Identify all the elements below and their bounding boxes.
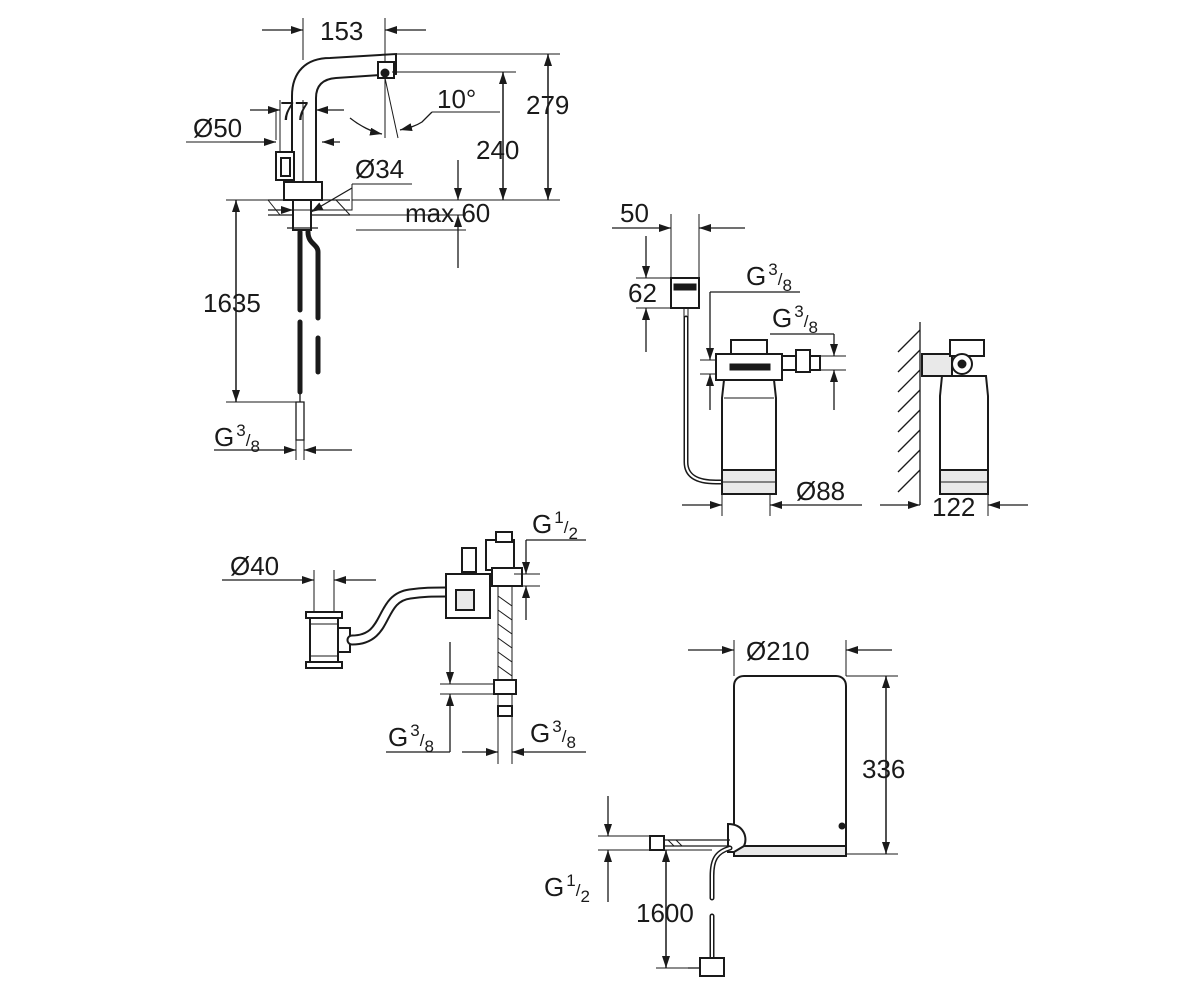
boiler-plug	[699, 957, 725, 977]
filter-wall-dim: 122	[932, 492, 975, 522]
boiler-height-dim: 336	[862, 754, 905, 784]
boiler-power-cable	[709, 845, 733, 901]
drain-diameter-dim: Ø40	[230, 551, 279, 581]
filter-head-height-dim: 62	[628, 278, 657, 308]
faucet-angle-dim: 10°	[437, 84, 476, 114]
boiler-indicator	[838, 822, 846, 830]
filter-head-width-dim: 50	[620, 198, 649, 228]
boiler-cable-length-dim: 1600	[636, 898, 694, 928]
faucet-handle-dim: 77	[280, 96, 309, 126]
faucet-height-dim: 279	[526, 90, 569, 120]
filter-diameter-dim: Ø88	[796, 476, 845, 506]
faucet-outlet	[380, 68, 390, 78]
filter-cap	[730, 339, 768, 355]
boiler-tank	[733, 675, 847, 853]
filter-side-bracket	[921, 353, 953, 377]
faucet-view: 153 279 240 10° Ø50 77	[186, 16, 569, 460]
boiler-diameter-dim: Ø210	[746, 636, 810, 666]
faucet-base	[283, 181, 323, 201]
faucet-hose-dim: 1635	[203, 288, 261, 318]
wall-hatch	[897, 329, 921, 493]
faucet-base-dim: Ø50	[193, 113, 242, 143]
faucet-spout-height-dim: 240	[476, 135, 519, 165]
faucet-mount-hole-dim: Ø34	[355, 154, 404, 184]
faucet-counter-dim: max.60	[405, 198, 490, 228]
filter-head	[670, 277, 700, 309]
filter-side-cartridge	[939, 375, 989, 471]
filter-cartridge	[721, 379, 777, 471]
drain-trap	[309, 611, 339, 669]
faucet-reach-dim: 153	[320, 16, 363, 46]
